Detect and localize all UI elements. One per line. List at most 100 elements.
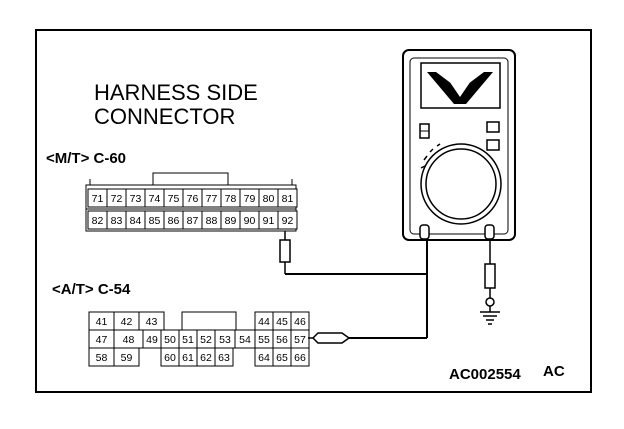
- meter-jack-left: [419, 224, 430, 240]
- pin-cell-59: 59: [113, 347, 140, 367]
- pin-cell-65: 65: [272, 347, 292, 367]
- pin-cell-43: 43: [138, 311, 165, 331]
- pin-number: 45: [276, 316, 288, 328]
- pin-cell-42: 42: [113, 311, 140, 331]
- pin-number: 61: [182, 352, 194, 364]
- pin-cell-71: 71: [87, 188, 108, 208]
- pin-cell-66: 66: [290, 347, 310, 367]
- probe-icon: [279, 239, 291, 263]
- pin-cell-89: 89: [220, 210, 241, 230]
- pin-cell-62: 62: [196, 347, 216, 367]
- mt-connector-label: <M/T> C-60: [46, 150, 126, 167]
- pin-cell-54: 54: [234, 329, 256, 349]
- pin-number: 57: [294, 334, 306, 346]
- title-line-2: CONNECTOR: [94, 104, 235, 129]
- pin-number: 58: [96, 352, 108, 364]
- pin-cell-83: 83: [106, 210, 127, 230]
- pin-number: 80: [263, 193, 275, 205]
- pin-cell-53: 53: [214, 329, 236, 349]
- pin-cell-57: 57: [290, 329, 310, 349]
- pin-cell-74: 74: [144, 188, 165, 208]
- pin-cell-78: 78: [220, 188, 241, 208]
- pin-number: 59: [121, 352, 133, 364]
- pin-number: 44: [258, 316, 270, 328]
- pin-number: 46: [294, 316, 306, 328]
- meter-v-symbol: [427, 72, 493, 104]
- pin-cell-85: 85: [144, 210, 165, 230]
- ground-icon: [480, 311, 500, 325]
- voltmeter-icon: [402, 49, 516, 241]
- pin-cell-58: 58: [88, 347, 115, 367]
- pin-number: 90: [244, 215, 256, 227]
- pin-cell-60: 60: [160, 347, 180, 367]
- pin-number: 60: [164, 352, 176, 364]
- pin-number: 78: [225, 193, 237, 205]
- pin-number: 42: [121, 316, 133, 328]
- pin-cell-47: 47: [88, 329, 115, 349]
- pin-number: 85: [149, 215, 161, 227]
- pin-number: 76: [187, 193, 199, 205]
- pin-number: 92: [282, 215, 294, 227]
- pin-number: 41: [96, 316, 108, 328]
- pin-cell-82: 82: [87, 210, 108, 230]
- pin-number: 91: [263, 215, 275, 227]
- pin-cell-46: 46: [290, 311, 310, 331]
- pin-cell-64: 64: [254, 347, 274, 367]
- pin-number: 56: [276, 334, 288, 346]
- pin-number: 51: [182, 334, 194, 346]
- meter-button-right: [486, 139, 500, 151]
- pin-cell-75: 75: [163, 188, 184, 208]
- pin-number: 83: [111, 215, 123, 227]
- pin-number: 87: [187, 215, 199, 227]
- pin-number: 75: [168, 193, 180, 205]
- pin-cell-92: 92: [277, 210, 298, 230]
- meter-jack-right: [484, 224, 495, 240]
- pin-cell-48: 48: [113, 329, 144, 349]
- pin-cell-55: 55: [254, 329, 274, 349]
- at-connector-label: <A/T> C-54: [52, 281, 131, 298]
- pin-number: 47: [96, 334, 108, 346]
- title-line-1: HARNESS SIDE: [94, 80, 258, 105]
- pin-cell-72: 72: [106, 188, 127, 208]
- pin-cell-61: 61: [178, 347, 198, 367]
- pin-number: 81: [282, 193, 294, 205]
- pin-number: 66: [294, 352, 306, 364]
- meter-dial: [420, 143, 502, 225]
- pin-cell-91: 91: [258, 210, 279, 230]
- pin-number: 74: [149, 193, 161, 205]
- pin-number: 84: [130, 215, 142, 227]
- pin-cell-84: 84: [125, 210, 146, 230]
- pin-number: 64: [258, 352, 270, 364]
- pin-cell-50: 50: [160, 329, 180, 349]
- pin-number: 55: [258, 334, 270, 346]
- pin-number: 43: [146, 316, 158, 328]
- pin-number: 48: [123, 334, 135, 346]
- pin-number: 52: [200, 334, 212, 346]
- pin-cell-45: 45: [272, 311, 292, 331]
- pin-cell-51: 51: [178, 329, 198, 349]
- pin-cell-76: 76: [182, 188, 203, 208]
- pin-number: 54: [239, 334, 251, 346]
- pin-cell-73: 73: [125, 188, 146, 208]
- pin-cell-56: 56: [272, 329, 292, 349]
- pin-number: 82: [92, 215, 104, 227]
- pin-cell-63: 63: [214, 347, 234, 367]
- pin-number: 89: [225, 215, 237, 227]
- pin-number: 88: [206, 215, 218, 227]
- probe-icon-at: [311, 332, 351, 344]
- pin-cell-86: 86: [163, 210, 184, 230]
- pin-cell-49: 49: [142, 329, 162, 349]
- pin-number: 86: [168, 215, 180, 227]
- pin-cell-81: 81: [277, 188, 298, 208]
- pin-number: 53: [219, 334, 231, 346]
- pin-number: 49: [146, 334, 158, 346]
- pin-number: 73: [130, 193, 142, 205]
- pin-number: 65: [276, 352, 288, 364]
- pin-cell-90: 90: [239, 210, 260, 230]
- pin-cell-41: 41: [88, 311, 115, 331]
